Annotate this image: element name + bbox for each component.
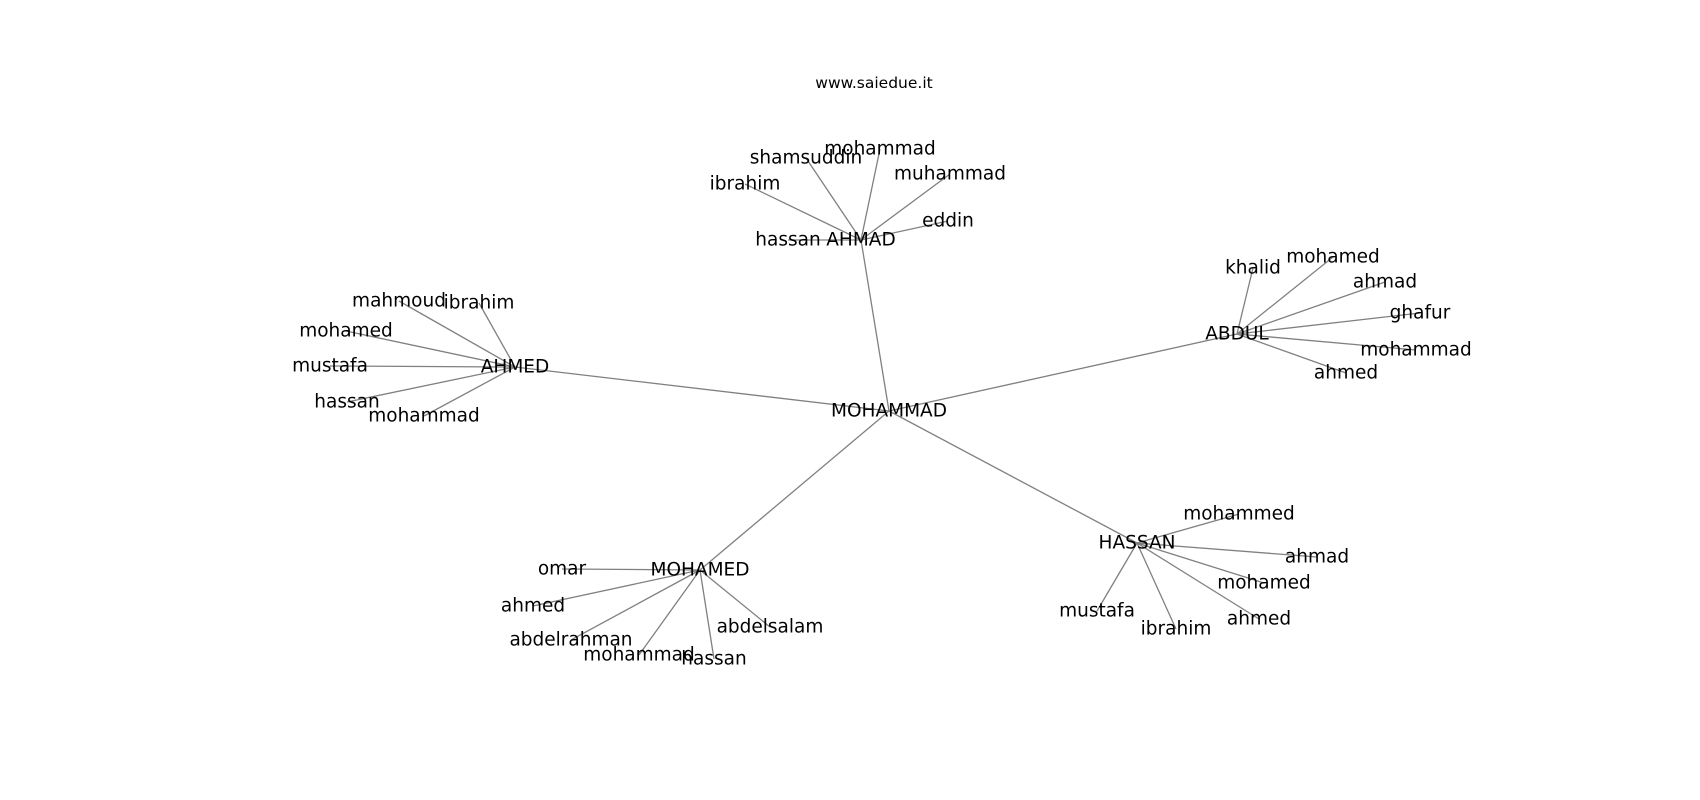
edge-ahmed-mohamed [345,330,516,368]
leaf-node-ahmad-hassan: hassan [755,230,820,251]
edge-ahmad-ibrahim [744,183,862,241]
hub-node-ahmed: AHMED [481,357,549,378]
leaf-node-abdul-ahmed: ahmed [1314,363,1378,384]
edge-mohamed-abdelrahman [570,569,701,641]
edge-abdul-ahmed [1236,333,1347,374]
leaf-node-hassan-ahmad: ahmad [1285,547,1349,568]
edge-root-hassan [888,410,1138,544]
edge-abdul-khalid [1236,267,1254,335]
edge-root-abdul [888,333,1238,412]
edge-hassan-ahmad [1136,542,1318,558]
edge-root-ahmed [514,366,890,412]
leaf-node-mohamed-mohammad: mohammad [583,645,695,666]
diagram-title: www.saiedue.it [815,74,932,92]
leaf-node-hassan-mustafa: mustafa [1059,601,1135,622]
leaf-node-mohamed-abdelrahman: abdelrahman [509,630,632,651]
leaf-node-mohamed-ahmed: ahmed [501,596,565,617]
edge-hassan-mohamed [1136,542,1265,584]
edge-mohamed-ahmed [532,569,701,607]
edge-hassan-mohammed [1136,513,1240,544]
edge-ahmed-mustafa [329,365,516,368]
hub-node-abdul: ABDUL [1205,324,1269,345]
hub-node-hassan: HASSAN [1099,533,1176,554]
leaf-node-hassan-ahmed: ahmed [1227,609,1291,630]
edge-abdul-mohamed [1236,256,1334,335]
leaf-node-ahmad-mohammad: mohammad [824,139,936,160]
edge-mohamed-mohammad [638,569,701,656]
leaf-node-abdul-mohamed: mohamed [1286,247,1380,268]
leaf-node-hassan-mohamed: mohamed [1217,573,1311,594]
leaf-node-ahmad-muhammad: muhammad [894,164,1006,185]
edge-ahmad-eddin [860,220,949,241]
edge-root-mohamed [699,410,890,571]
edge-root-ahmad [860,239,890,412]
hub-node-ahmad: AHMAD [826,230,895,251]
hub-node-mohamed: MOHAMED [651,560,750,581]
leaf-node-ahmed-mustafa: mustafa [292,356,368,377]
labels-layer: www.saiedue.it hassanibrahimshamsuddinmo… [292,74,1472,670]
edge-hassan-ahmed [1136,542,1260,620]
leaf-node-abdul-mohammad: mohammad [1360,340,1472,361]
root-node: MOHAMMAD [831,401,947,422]
leaf-node-ahmad-shamsuddin: shamsuddin [750,148,862,169]
leaf-node-ahmad-ibrahim: ibrahim [710,174,781,195]
leaf-node-abdul-ghafur: ghafur [1390,303,1451,324]
leaf-node-mohamed-hassan: hassan [681,649,746,670]
leaf-node-ahmed-mohammad: mohammad [368,406,480,427]
edge-ahmed-mahmoud [398,300,516,368]
edge-abdul-ghafur [1236,312,1421,335]
leaf-node-abdul-ahmad: ahmad [1353,272,1417,293]
edge-mohamed-abdelsalam [699,569,771,628]
edge-mohamed-hassan [699,569,715,660]
leaf-node-hassan-ibrahim: ibrahim [1141,619,1212,640]
edge-ahmad-shamsuddin [805,157,862,241]
leaf-node-abdul-khalid: khalid [1225,258,1281,279]
edge-ahmed-ibrahim [478,302,516,368]
leaf-node-hassan-mohammed: mohammed [1183,504,1295,525]
edge-ahmad-mohammad [860,148,881,241]
edge-ahmed-mohammad [423,366,516,417]
edge-abdul-mohammad [1236,333,1417,351]
leaf-node-ahmed-hassan: hassan [314,392,379,413]
edge-abdul-ahmad [1236,281,1386,335]
edge-mohamed-omar [561,568,701,571]
leaf-node-ahmed-ibrahim: ibrahim [444,293,515,314]
edge-hassan-ibrahim [1136,542,1177,630]
leaf-node-mohamed-abdelsalam: abdelsalam [717,617,824,638]
leaf-node-ahmed-mohamed: mohamed [299,321,393,342]
edge-ahmad-muhammad [860,173,951,241]
edge-ahmed-hassan [346,366,516,403]
edges-layer [329,148,1421,660]
leaf-node-mohamed-omar: omar [538,559,587,580]
edge-hassan-mustafa [1096,542,1138,612]
leaf-node-ahmed-mahmoud: mahmoud [352,291,446,312]
leaf-node-ahmad-eddin: eddin [922,211,974,232]
